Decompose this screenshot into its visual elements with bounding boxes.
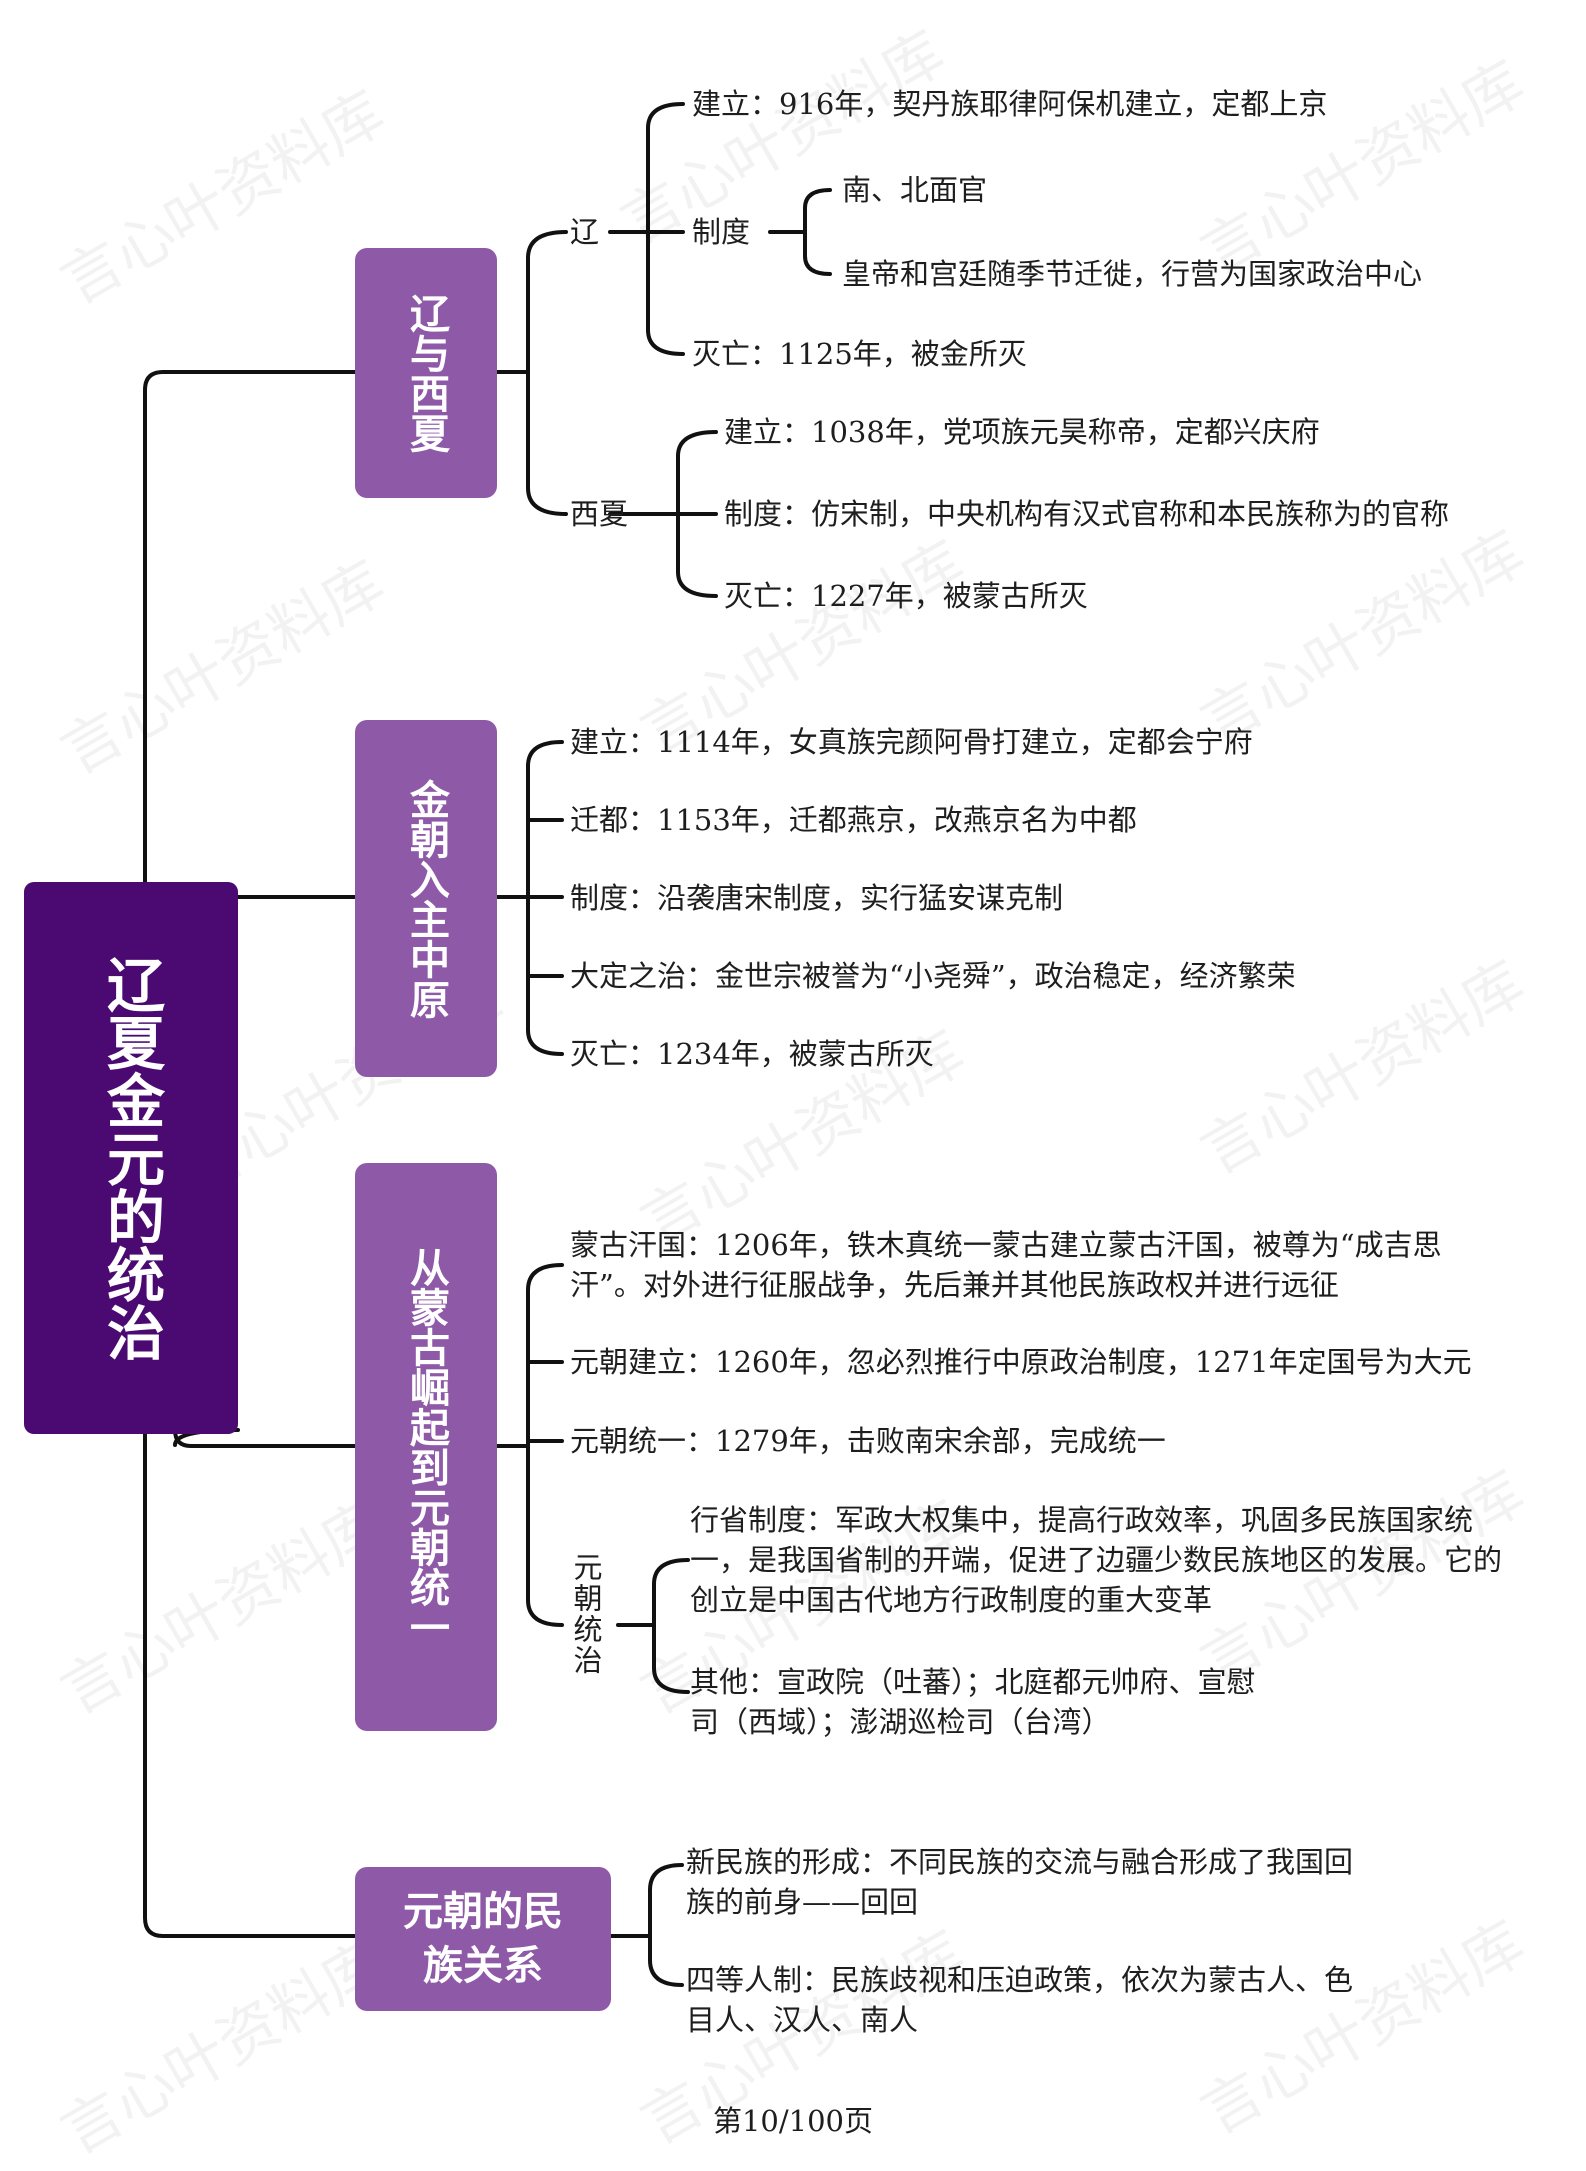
xixia-founding: 建立：1038年，党项族元昊称帝，定都兴庆府 [724,415,1320,449]
yuan-province-system: 行省制度：军政大权集中，提高行政效率，巩固多民族国家统一，是我国省制的开端，促进… [690,1503,1503,1617]
liao-fall: 灭亡：1125年，被金所灭 [692,337,1027,371]
jin-item: 建立：1114年，女真族完颜阿骨打建立，定都会宁府 [570,725,1253,759]
liao-system-label: 制度 [692,215,751,249]
liao-label: 辽 [570,215,600,249]
yuan-founding: 元朝建立：1260年，忽必烈推行中原政治制度，1271年定国号为大元 [570,1345,1472,1379]
yuan-rule-label: 元朝统治 [569,1552,603,1676]
yuan-unification: 元朝统一：1279年，击败南宋余部，完成统一 [570,1424,1166,1458]
liao-founding: 建立：916年，契丹族耶律阿保机建立，定都上京 [692,87,1328,121]
yuan-others: 其他：宣政院（吐蕃）；北庭都元帅府、宣慰司（西域）；澎湖巡检司（台湾） [690,1665,1256,1739]
jin-item: 灭亡：1234年，被蒙古所灭 [570,1037,934,1071]
liao-system-item: 南、北面官 [842,173,988,207]
branch-jin: 金朝入主中原 [355,720,497,1077]
root-title: 辽夏金元的统治 [97,955,165,1361]
jin-item: 制度：沿袭唐宋制度，实行猛安谋克制 [570,881,1064,915]
root-node: 辽夏金元的统治 [24,882,238,1434]
yuan-four-classes: 四等人制：民族歧视和压迫政策，依次为蒙古人、色目人、汉人、南人 [686,1963,1354,2037]
xixia-label: 西夏 [570,497,629,531]
connector-lines [143,102,832,1987]
branch-title: 从蒙古崛起到元朝统一 [403,1247,450,1647]
branch-title: 金朝入主中原 [403,778,450,1019]
branch-title: 元朝的民族关系 [403,1888,563,1989]
yuan-new-ethnic: 新民族的形成：不同民族的交流与融合形成了我国回族的前身——回回 [686,1845,1354,1919]
liao-system-item: 皇帝和宫廷随季节迁徙，行营为国家政治中心 [842,257,1423,291]
branch-yuan-ethnic: 元朝的民族关系 [355,1867,611,2011]
xixia-system: 制度：仿宋制，中央机构有汉式官称和本民族称为的官称 [724,497,1450,531]
page-number: 第10/100页 [712,2104,874,2138]
branch-liao-xixia: 辽与西夏 [355,248,497,498]
jin-item: 迁都：1153年，迁都燕京，改燕京名为中都 [570,803,1137,837]
branch-yuan: 从蒙古崛起到元朝统一 [355,1163,497,1731]
branch-title: 辽与西夏 [403,293,450,453]
yuan-mongol-khanate: 蒙古汗国：1206年，铁木真统一蒙古建立蒙古汗国，被尊为“成吉思汗”。对外进行征… [570,1228,1442,1302]
jin-item: 大定之治：金世宗被誉为“小尧舜”，政治稳定，经济繁荣 [570,959,1296,993]
xixia-fall: 灭亡：1227年，被蒙古所灭 [724,579,1088,613]
